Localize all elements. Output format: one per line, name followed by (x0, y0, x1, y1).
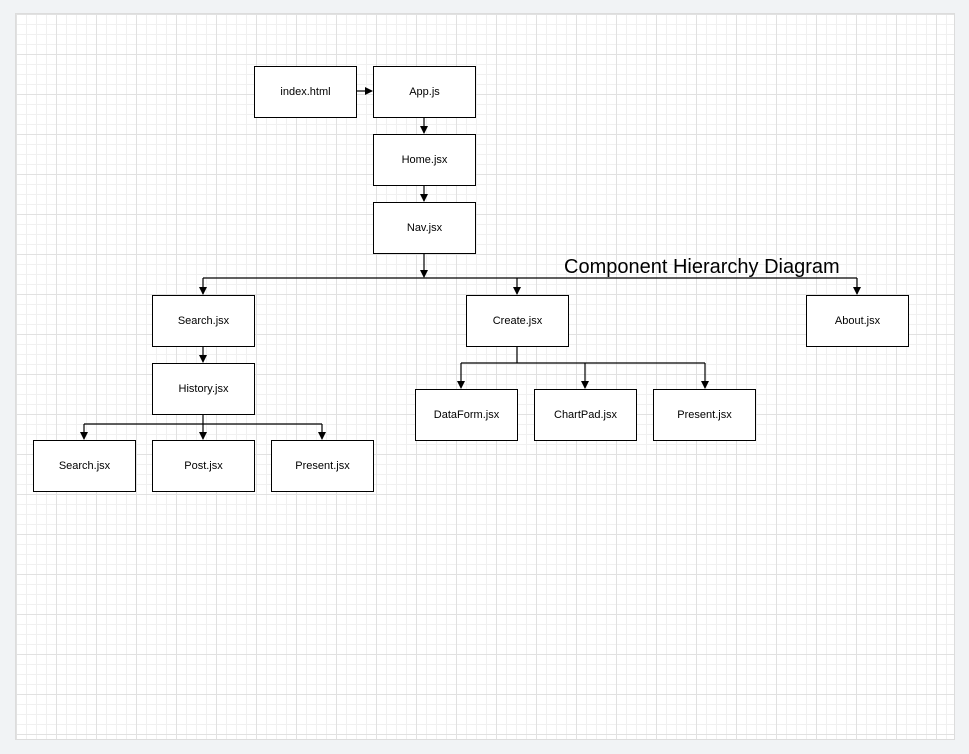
node-history-present-jsx[interactable]: Present.jsx (271, 440, 374, 492)
node-chartpad-jsx[interactable]: ChartPad.jsx (534, 389, 637, 441)
diagram-canvas[interactable] (15, 13, 955, 740)
node-about-jsx[interactable]: About.jsx (806, 295, 909, 347)
node-app-js[interactable]: App.js (373, 66, 476, 118)
diagram-title[interactable]: Component Hierarchy Diagram (564, 256, 840, 278)
node-create-present-jsx[interactable]: Present.jsx (653, 389, 756, 441)
node-history-jsx[interactable]: History.jsx (152, 363, 255, 415)
node-create-jsx[interactable]: Create.jsx (466, 295, 569, 347)
node-nav-jsx[interactable]: Nav.jsx (373, 202, 476, 254)
node-history-search-jsx[interactable]: Search.jsx (33, 440, 136, 492)
node-search-jsx[interactable]: Search.jsx (152, 295, 255, 347)
node-index-html[interactable]: index.html (254, 66, 357, 118)
node-post-jsx[interactable]: Post.jsx (152, 440, 255, 492)
node-home-jsx[interactable]: Home.jsx (373, 134, 476, 186)
node-dataform-jsx[interactable]: DataForm.jsx (415, 389, 518, 441)
